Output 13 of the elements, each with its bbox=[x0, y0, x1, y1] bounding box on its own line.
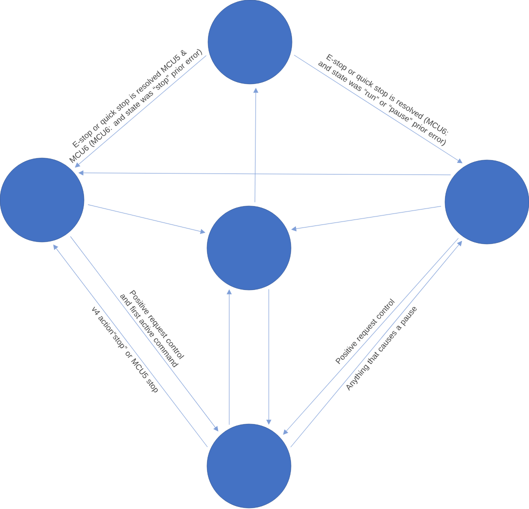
arrow bbox=[266, 289, 272, 424]
arrow bbox=[75, 55, 206, 168]
arrow bbox=[53, 244, 208, 448]
arrow bbox=[294, 54, 462, 164]
arrow bbox=[78, 170, 451, 176]
state-circle bbox=[444, 160, 529, 244]
arrow bbox=[292, 206, 442, 232]
arrow bbox=[88, 204, 206, 234]
state-circle bbox=[206, 424, 292, 508]
state-circle bbox=[206, 206, 292, 290]
arrow bbox=[70, 236, 218, 432]
arrow bbox=[226, 290, 232, 425]
arrow bbox=[253, 88, 258, 202]
